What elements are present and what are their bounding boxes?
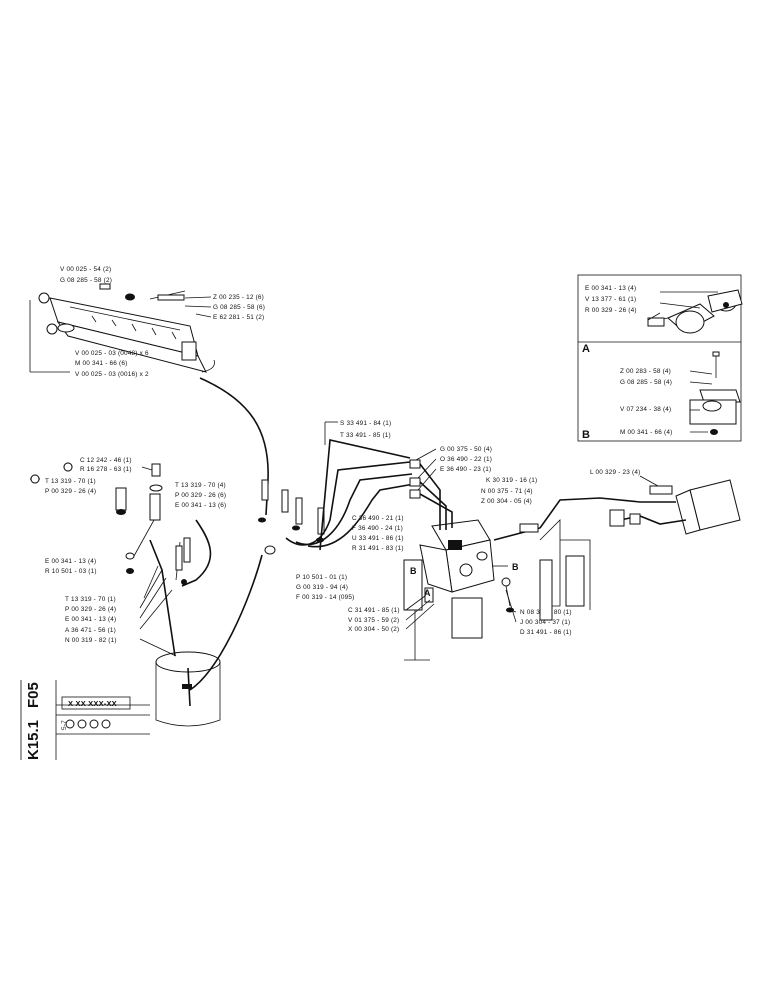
title-block: F05 K15.1 X XX XXX-XX 5-7 <box>20 680 150 760</box>
callout: P 10 501 - 01 (1) <box>296 574 347 581</box>
symbol-circle-icon <box>65 719 75 729</box>
callout: A 36 471 - 56 (1) <box>65 627 116 634</box>
left-fittings <box>30 462 276 727</box>
callout: D 31 491 - 86 (1) <box>520 629 572 636</box>
callout: E 00 341 - 13 (6) <box>175 502 226 509</box>
callouts-top-left: V 00 025 - 54 (2) G 08 285 - 58 (2) Z 00… <box>60 266 265 378</box>
callout: E 62 281 - 51 (2) <box>213 314 264 321</box>
callout: U 33 491 - 86 (1) <box>352 535 404 542</box>
callout: T 13 319 - 70 (4) <box>175 482 226 489</box>
right-assembly <box>539 479 741 621</box>
callout: Z 00 235 - 12 (6) <box>213 294 264 301</box>
callout: R 31 491 - 83 (1) <box>352 545 404 552</box>
callouts-left: C 12 242 - 46 (1) R 16 278 - 63 (1) T 13… <box>30 457 177 657</box>
callout: G 08 285 - 58 (4) <box>620 379 672 386</box>
callout: Z 00 304 - 05 (4) <box>481 498 532 505</box>
callout: F 00 319 - 14 (095) <box>296 594 355 601</box>
callout: C 12 242 - 46 (1) <box>80 457 132 464</box>
callout: V 00 025 - 03 (0048) x 6 <box>75 350 149 357</box>
callout: C 36 490 - 21 (1) <box>352 515 404 522</box>
reference-circle-icon <box>30 474 40 484</box>
callout: G 00 375 - 50 (4) <box>440 446 492 453</box>
callout: Z 00 283 - 58 (4) <box>620 368 671 375</box>
callout: P 00 329 - 26 (6) <box>175 492 226 499</box>
callout: V 01 375 - 59 (2) <box>348 617 399 624</box>
callout: N 00 319 - 82 (1) <box>65 637 117 644</box>
callout: K 30 319 - 16 (1) <box>486 477 537 484</box>
part-number: X XX XXX-XX <box>68 699 117 708</box>
rail-assembly <box>29 283 207 373</box>
callout: V 00 025 - 54 (2) <box>60 266 111 273</box>
callout: E 00 341 - 13 (4) <box>45 558 96 565</box>
callout: P 00 329 - 26 (4) <box>65 606 116 613</box>
callout: T 33 491 - 85 (1) <box>340 432 391 439</box>
callout: M 00 341 - 66 (4) <box>620 429 672 436</box>
callout: S 33 491 - 84 (1) <box>340 420 391 427</box>
callouts-right: L 00 329 - 23 (4) <box>590 469 659 487</box>
callout: O 36 490 - 22 (1) <box>440 456 492 463</box>
callout: V 00 025 - 03 (0016) x 2 <box>75 371 149 378</box>
callout: R 00 329 - 26 (4) <box>585 307 637 314</box>
callout: P 00 329 - 26 (4) <box>45 488 96 495</box>
callout: V 13 377 - 61 (1) <box>585 296 636 303</box>
view-markers: A B B <box>410 562 519 598</box>
reference-circle-icon <box>63 462 73 472</box>
symbol-circle-icon <box>89 719 99 729</box>
callout: R 16 278 - 63 (1) <box>80 466 132 473</box>
detail-box: A B E 00 341 - 13 (4) V 13 377 - 61 (1) … <box>577 274 743 442</box>
callout: T 13 319 - 70 (1) <box>65 596 116 603</box>
callout: E 00 341 - 13 (4) <box>65 616 116 623</box>
view-marker-a: A <box>424 588 431 598</box>
symbol-circle-icon <box>101 719 111 729</box>
callouts-center: T 13 319 - 70 (4) P 00 329 - 26 (6) E 00… <box>175 420 572 636</box>
callout: V 07 234 - 38 (4) <box>620 406 671 413</box>
callout: N 00 375 - 71 (4) <box>481 488 533 495</box>
callout: G 00 319 - 94 (4) <box>296 584 348 591</box>
detail-section-b-label: B <box>582 429 590 441</box>
callout: E 36 490 - 23 (1) <box>440 466 491 473</box>
view-marker-b: B <box>512 562 519 572</box>
view-marker-b-left: B <box>410 566 417 576</box>
callout: G 08 285 - 58 (2) <box>60 277 112 284</box>
sheet-number: 5-7 <box>61 720 68 730</box>
callout: R 10 501 - 03 (1) <box>45 568 97 575</box>
symbol-circle-icon <box>77 719 87 729</box>
callout: T 13 319 - 70 (1) <box>45 478 96 485</box>
callout: E 00 341 - 13 (4) <box>585 285 636 292</box>
title-code-k15: K15.1 <box>25 720 42 760</box>
title-code-f05: F05 <box>25 682 42 708</box>
callout: J 00 304 - 37 (1) <box>520 619 570 626</box>
center-fittings <box>258 439 541 661</box>
detail-section-a-label: A <box>582 343 590 355</box>
callout: L 00 329 - 23 (4) <box>590 469 640 476</box>
callout: F 36 490 - 24 (1) <box>352 525 403 532</box>
callout: G 08 285 - 58 (6) <box>213 304 265 311</box>
callout: C 31 491 - 85 (1) <box>348 607 400 614</box>
callout: M 00 341 - 66 (6) <box>75 360 127 367</box>
callout: X 00 304 - 50 (2) <box>348 626 399 633</box>
